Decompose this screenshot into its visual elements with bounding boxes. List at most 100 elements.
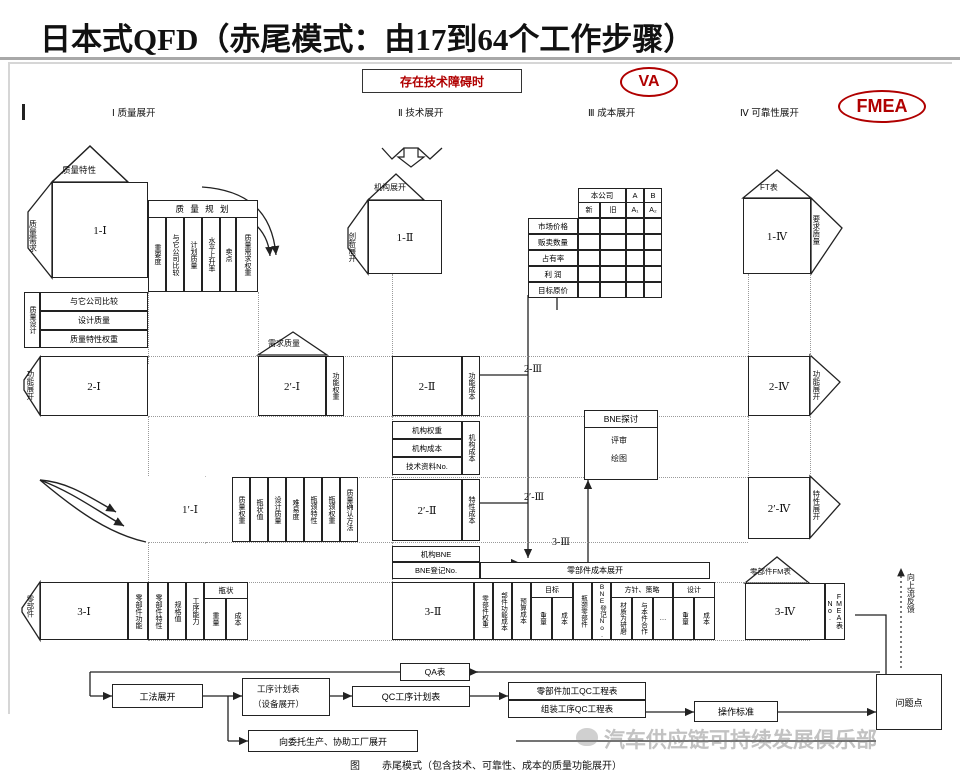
flow-qa-table[interactable]: QA表 (400, 663, 470, 681)
group-design-col-0[interactable]: 重量 (673, 598, 694, 640)
fmea-callout[interactable]: FMEA (838, 90, 926, 123)
plan-col-1[interactable]: 与它公司比较 (166, 218, 184, 292)
group-3i-col-1[interactable]: 成本 (226, 599, 248, 640)
cost-cell-r1c1[interactable] (600, 234, 626, 250)
col-3ii-b-0[interactable]: 瓶颈零部件 (573, 582, 592, 640)
diagram-canvas: Ⅰ 质量展开 Ⅱ 技术展开 Ⅲ 成本展开 Ⅳ 可靠性展开 存在技术障碍时 VA … (0, 60, 960, 772)
tech-barrier-callout[interactable]: 存在技术障碍时 (362, 69, 522, 93)
cost-cell-r4c0[interactable] (578, 282, 600, 298)
matrix-1-I[interactable]: 1-Ⅰ (52, 182, 148, 278)
cost-cell-r1c3[interactable] (644, 234, 662, 250)
row-mid-0[interactable]: 机构权重 (392, 421, 462, 439)
flow-qc-part-0[interactable]: 零部件加工QC工程表 (508, 682, 646, 700)
matrix-2p-II[interactable]: 2′-Ⅱ (392, 479, 462, 541)
matrix-2-I[interactable]: 2-Ⅰ (40, 356, 148, 416)
matrix-1-II[interactable]: 1-Ⅱ (368, 200, 442, 274)
plan-col-2[interactable]: 计划质量 (184, 218, 202, 292)
flow-outsource[interactable]: 向委托生产、协助工厂展开 (248, 730, 418, 752)
cost-row-label-0[interactable]: 市场价格 (528, 218, 578, 234)
group-3i-header: 瓶状 (204, 582, 248, 599)
flow-problem-point[interactable]: 问题点 (876, 674, 942, 730)
design-row-1[interactable]: 设计质量 (40, 311, 148, 330)
matrix-2p-IV[interactable]: 2′-Ⅳ (748, 477, 810, 539)
cost-cell-r1c0[interactable] (578, 234, 600, 250)
matrix-1-IV[interactable]: 1-Ⅳ (743, 198, 811, 274)
cost-cell-r3c2[interactable] (626, 266, 644, 282)
row-bne-0[interactable]: 机构BNE (392, 546, 480, 562)
matrix-1p-I[interactable]: 1′-Ⅰ (148, 477, 232, 542)
cost-cell-r2c1[interactable] (600, 250, 626, 266)
cost-row-label-2[interactable]: 占有率 (528, 250, 578, 266)
va-callout[interactable]: VA (620, 67, 678, 97)
plan-col-4[interactable]: 卖点 (220, 218, 236, 292)
quality-plan-header: 质 量 规 划 (148, 200, 258, 218)
cost-cell-r4c1[interactable] (600, 282, 626, 298)
cost-cell-r3c1[interactable] (600, 266, 626, 282)
group-policy-col-1[interactable]: 与本件合作 (632, 598, 653, 640)
cost-cell-r0c1[interactable] (600, 218, 626, 234)
group-policy-col-2[interactable]: … (653, 598, 673, 640)
col-3ii-1[interactable]: 部件功能成本 (493, 582, 512, 640)
row-mid-2[interactable]: 技术资料No. (392, 457, 462, 475)
cost-cell-r3c0[interactable] (578, 266, 600, 282)
col-3i-1[interactable]: 零部件特性 (148, 582, 168, 640)
cost-cell-r4c3[interactable] (644, 282, 662, 298)
side-3-IV[interactable]: FMEA表No. (825, 583, 845, 640)
col-1pi-3[interactable]: 难易度 (286, 477, 304, 542)
guide-v-8 (748, 274, 749, 356)
side-label-2piv: 特性展开 (811, 490, 821, 520)
col-1pi-2[interactable]: 设计质量 (268, 477, 286, 542)
flow-process-deploy[interactable]: 工法展开 (112, 684, 203, 708)
matrix-2-IV[interactable]: 2-Ⅳ (748, 356, 810, 416)
matrix-2p-I[interactable]: 2′-Ⅰ (258, 356, 326, 416)
side-mid-II[interactable]: 机构成本 (462, 421, 480, 475)
col-1pi-4[interactable]: 瓶颈特性 (304, 477, 322, 542)
col-1pi-0[interactable]: 质量权重 (232, 477, 250, 542)
design-row-2[interactable]: 质量特性权重 (40, 330, 148, 348)
row-bne-1[interactable]: BNE登记No. (392, 562, 480, 579)
flow-qc-plan[interactable]: QC工序计划表 (352, 686, 470, 707)
side-2p-I[interactable]: 功能权重 (326, 356, 344, 416)
cost-cell-r4c2[interactable] (626, 282, 644, 298)
cost-cell-r3c3[interactable] (644, 266, 662, 282)
group-policy-col-0[interactable]: 材质为研磨 (611, 598, 632, 640)
plan-col-3[interactable]: 水平上升率 (202, 218, 220, 292)
cost-cell-r0c0[interactable] (578, 218, 600, 234)
flow-process-plan[interactable]: 工序计划表 （设备展开） (242, 678, 330, 716)
col-3ii-2[interactable]: 预算成本 (512, 582, 531, 640)
col-3i-2[interactable]: 规格值 (168, 582, 186, 640)
cost-cell-r0c3[interactable] (644, 218, 662, 234)
col-1pi-5[interactable]: 瓶颈权重 (322, 477, 340, 542)
matrix-2-II[interactable]: 2-Ⅱ (392, 356, 462, 416)
group-target-col-0[interactable]: 重量 (531, 598, 552, 640)
flow-standard[interactable]: 操作标准 (694, 701, 778, 722)
cost-cell-r1c2[interactable] (626, 234, 644, 250)
matrix-3-I[interactable]: 3-Ⅰ (40, 582, 128, 640)
cost-cell-r2c2[interactable] (626, 250, 644, 266)
guide-v-10 (748, 416, 749, 476)
flow-qc-part-1[interactable]: 组装工序QC工程表 (508, 700, 646, 718)
matrix-3-IV[interactable]: 3-Ⅳ (745, 583, 825, 640)
cost-cell-r2c0[interactable] (578, 250, 600, 266)
cost-row-label-3[interactable]: 利 润 (528, 266, 578, 282)
col-3ii-b-1[interactable]: BNE登记No. (592, 582, 611, 640)
col-1pi-6[interactable]: 质量确认方法 (340, 477, 358, 542)
cost-cell-r0c2[interactable] (626, 218, 644, 234)
col-3i-3[interactable]: 工序能力 (186, 582, 204, 640)
cost-row-label-4[interactable]: 目标原价 (528, 282, 578, 298)
col-1pi-1[interactable]: 瓶状值 (250, 477, 268, 542)
cost-cell-r2c3[interactable] (644, 250, 662, 266)
row-mid-1[interactable]: 机构成本 (392, 439, 462, 457)
side-2p-II[interactable]: 特性成本 (462, 479, 480, 541)
group-3i-col-0[interactable]: 重量 (204, 599, 226, 640)
matrix-3-II[interactable]: 3-Ⅱ (392, 582, 474, 640)
design-row-0[interactable]: 与它公司比较 (40, 292, 148, 311)
plan-col-5[interactable]: 质量需求权重 (236, 218, 258, 292)
col-3ii-0[interactable]: 零部件权重 (474, 582, 493, 640)
cost-row-label-1[interactable]: 贩卖数量 (528, 234, 578, 250)
col-3i-0[interactable]: 零部件功能 (128, 582, 148, 640)
side-2-II[interactable]: 功能成本 (462, 356, 480, 416)
plan-col-0[interactable]: 重要度 (148, 218, 166, 292)
group-design-col-1[interactable]: 成本 (694, 598, 715, 640)
group-target-col-1[interactable]: 成本 (552, 598, 573, 640)
